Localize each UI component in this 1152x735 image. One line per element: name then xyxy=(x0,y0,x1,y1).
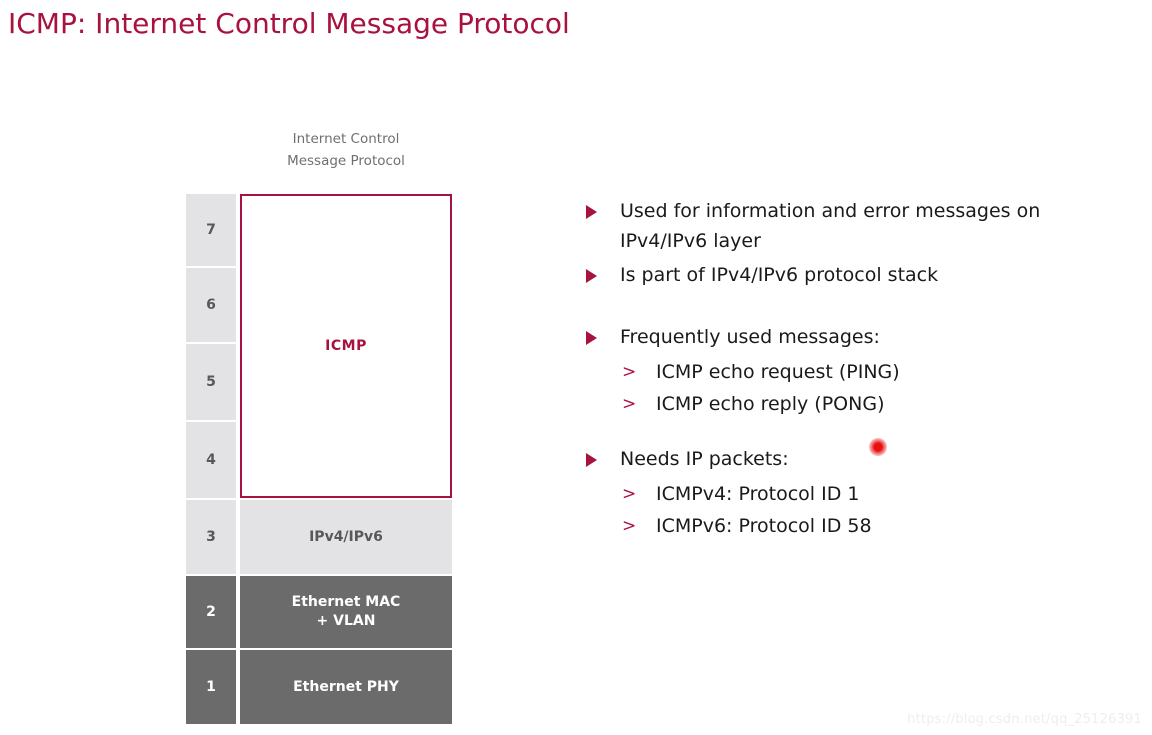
bullet-spacer xyxy=(584,294,1124,322)
chevron-right-icon: > xyxy=(622,394,637,414)
diagram-header-line-2: Message Protocol xyxy=(287,153,405,169)
sub-bullet-text: ICMPv6: Protocol ID 58 xyxy=(656,515,872,537)
icmp-protocol-box: ICMP xyxy=(240,194,452,498)
sub-bullet-icmp-echo-request: > ICMP echo request (PING) xyxy=(584,356,1124,388)
bullet-item-is-part-of: Is part of IPv4/IPv6 protocol stack xyxy=(584,260,1124,290)
sub-bullet-text: ICMPv4: Protocol ID 1 xyxy=(656,483,860,505)
chevron-right-icon: > xyxy=(622,362,637,382)
bullet-group-1: Used for information and error messages … xyxy=(584,196,1124,290)
layer-number-7: 7 xyxy=(186,194,236,266)
sub-bullet-icmp-echo-reply: > ICMP echo reply (PONG) xyxy=(584,388,1124,420)
bullet-list: Used for information and error messages … xyxy=(584,196,1124,542)
protocol-box-ipv4-ipv6: IPv4/IPv6 xyxy=(240,500,452,574)
watermark-text: https://blog.csdn.net/qq_25126391 xyxy=(907,712,1142,727)
page-title: ICMP: Internet Control Message Protocol xyxy=(8,7,570,40)
protocol-box-ethernet-phy: Ethernet PHY xyxy=(240,650,452,724)
protocol-stack-diagram: Internet Control Message Protocol 7 6 5 … xyxy=(186,128,452,728)
layer-number-column: 7 6 5 4 3 2 1 xyxy=(186,194,236,726)
bullet-group-3: Needs IP packets: > ICMPv4: Protocol ID … xyxy=(584,444,1124,542)
chevron-right-icon: > xyxy=(622,516,637,536)
triangle-right-icon xyxy=(586,453,597,467)
bullet-text: Is part of IPv4/IPv6 protocol stack xyxy=(620,264,939,286)
layer-number-4: 4 xyxy=(186,422,236,498)
triangle-right-icon xyxy=(586,205,597,219)
diagram-header-line-1: Internet Control xyxy=(292,131,400,147)
protocol-box-ethernet-mac-vlan: Ethernet MAC + VLAN xyxy=(240,576,452,648)
triangle-right-icon xyxy=(586,269,597,283)
sub-bullet-icmpv4-protocol-id: > ICMPv4: Protocol ID 1 xyxy=(584,478,1124,510)
bullet-spacer xyxy=(584,420,1124,444)
bullet-text: Needs IP packets: xyxy=(620,448,789,470)
layer-number-5: 5 xyxy=(186,344,236,420)
bullet-text-line-1: Used for information and error messages … xyxy=(620,200,1041,222)
sub-bullet-text: ICMP echo request (PING) xyxy=(656,361,900,383)
layer-number-1: 1 xyxy=(186,650,236,724)
sub-bullet-text: ICMP echo reply (PONG) xyxy=(656,393,885,415)
layer-number-2: 2 xyxy=(186,576,236,648)
layer-number-6: 6 xyxy=(186,268,236,342)
bullet-text-line-2: IPv4/IPv6 layer xyxy=(620,230,761,252)
sub-bullet-icmpv6-protocol-id: > ICMPv6: Protocol ID 58 xyxy=(584,510,1124,542)
bullet-group-2: Frequently used messages: > ICMP echo re… xyxy=(584,322,1124,420)
layer-number-3: 3 xyxy=(186,500,236,574)
protocol-box-column: ICMP IPv4/IPv6 Ethernet MAC + VLAN Ether… xyxy=(240,194,452,726)
bullet-item-frequently-used-messages: Frequently used messages: xyxy=(584,322,1124,352)
ethernet-mac-line-2: + VLAN xyxy=(316,613,376,629)
bullet-item-needs-ip-packets: Needs IP packets: xyxy=(584,444,1124,474)
bullet-text: Frequently used messages: xyxy=(620,326,880,348)
diagram-header-label: Internet Control Message Protocol xyxy=(240,128,452,172)
bullet-item-used-for: Used for information and error messages … xyxy=(584,196,1124,256)
ethernet-mac-line-1: Ethernet MAC xyxy=(291,594,401,610)
triangle-right-icon xyxy=(586,331,597,345)
chevron-right-icon: > xyxy=(622,484,637,504)
